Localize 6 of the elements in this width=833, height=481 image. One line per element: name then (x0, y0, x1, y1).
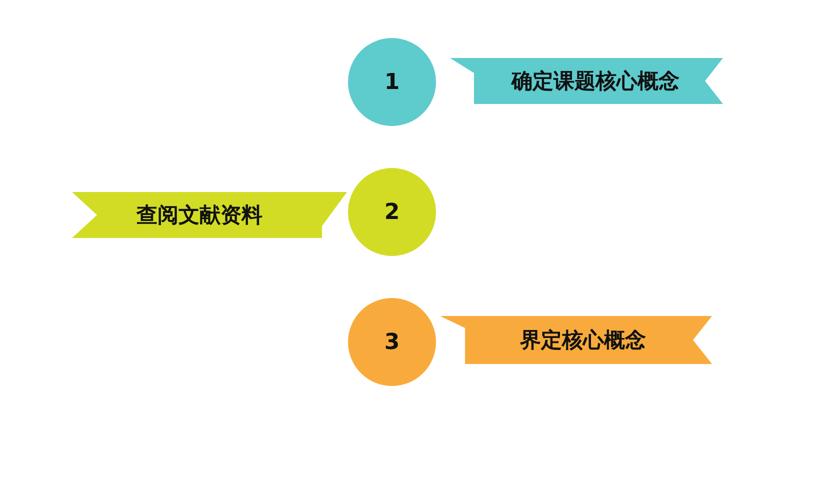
step-number: 3 (384, 330, 400, 354)
step-label: 确定课题核心概念 (512, 68, 680, 95)
step-label: 界定核心概念 (520, 327, 646, 354)
step-number: 1 (384, 70, 400, 94)
step-label: 查阅文献资料 (136, 202, 262, 229)
step-number: 2 (384, 200, 400, 224)
